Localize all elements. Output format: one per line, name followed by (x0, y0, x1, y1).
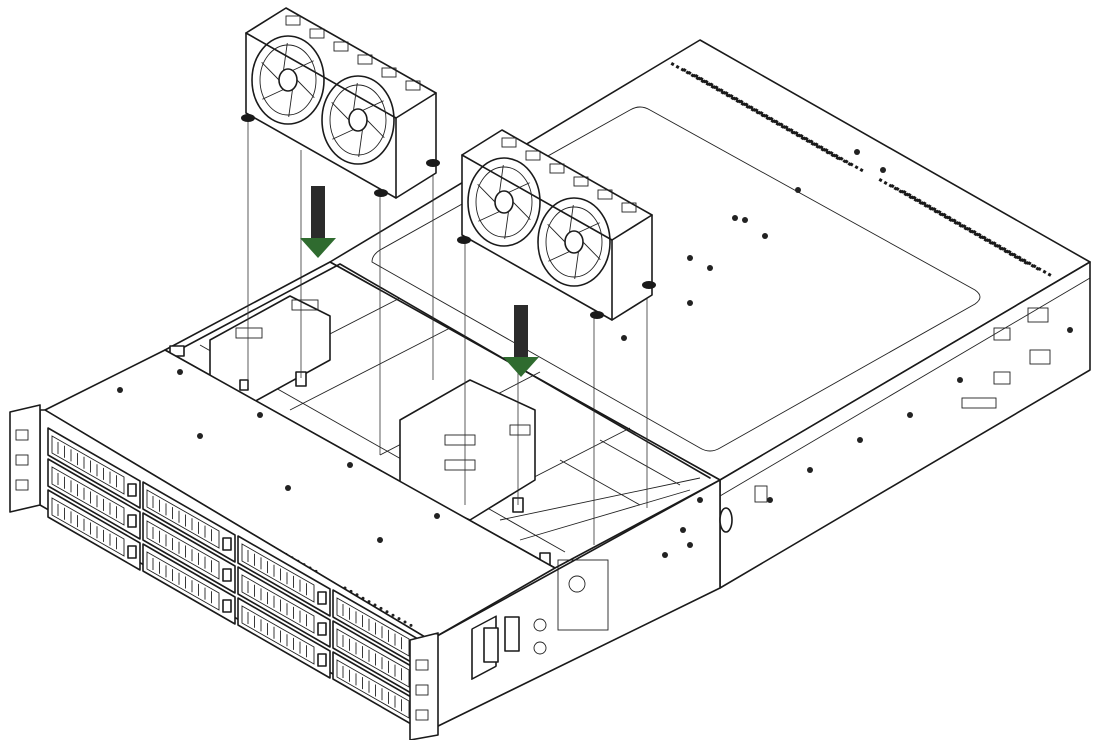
fan-module-left[interactable] (241, 7, 440, 199)
drive-bay[interactable] (47, 489, 141, 571)
fan-icon (537, 197, 611, 287)
chassis-front-panel (9, 404, 439, 740)
rack-ear-left (9, 404, 41, 513)
drive-bay[interactable] (237, 597, 331, 679)
alignment-guides (247, 120, 648, 545)
fan-icon (467, 157, 541, 247)
drive-bay[interactable] (142, 512, 236, 594)
arrow-right (503, 305, 539, 377)
rack-ear-right (409, 632, 439, 740)
drive-bay-grid (47, 427, 426, 733)
rear-vent-slots (670, 61, 1052, 277)
drive-bay[interactable] (237, 566, 331, 648)
drive-bay[interactable] (47, 427, 141, 509)
fan-module-right[interactable] (457, 129, 656, 321)
drive-bay[interactable] (142, 543, 236, 625)
chassis-io-panel (429, 479, 768, 731)
fan-icon (251, 35, 325, 125)
fan-bay-interior (164, 261, 721, 569)
drive-bay[interactable] (142, 481, 236, 563)
arrow-left (300, 186, 336, 258)
fan-icon (321, 75, 395, 165)
drive-bay[interactable] (47, 458, 141, 540)
drive-bay[interactable] (237, 535, 331, 617)
